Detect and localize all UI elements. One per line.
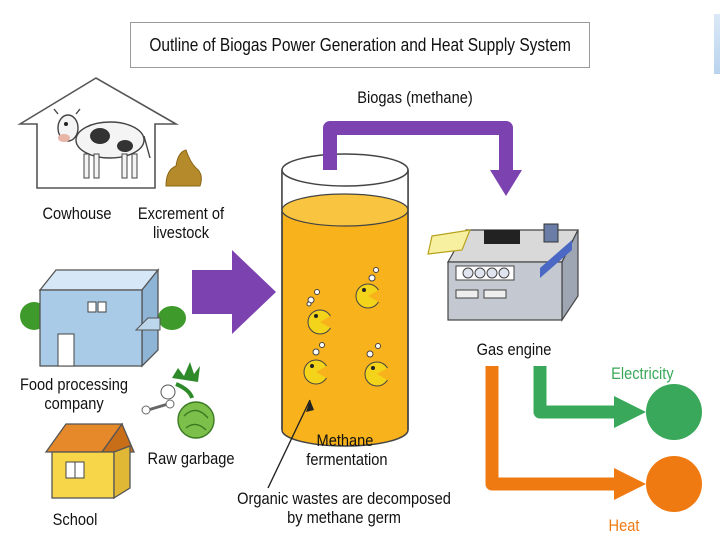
tank-icon — [281, 153, 409, 447]
germ-icon — [355, 267, 382, 309]
electricity-node — [646, 384, 702, 440]
school-label: School — [52, 510, 98, 529]
input-arrow — [192, 250, 276, 334]
factory-icon — [20, 268, 186, 368]
biogas-arrow — [323, 121, 513, 172]
heat-node — [646, 456, 702, 512]
germ-icon — [303, 342, 330, 385]
cowhouse-label: Cowhouse — [42, 204, 112, 223]
slide-corner-decoration — [714, 14, 720, 74]
germ-icon — [364, 343, 391, 387]
germ-icon — [306, 289, 334, 335]
cabbage-icon — [177, 401, 215, 439]
pointer-line — [267, 399, 311, 489]
cow-icon — [53, 108, 151, 179]
electricity-label: Electricity — [611, 364, 674, 383]
heat-label: Heat — [608, 516, 640, 535]
school-icon — [44, 422, 135, 500]
heat-arrow — [485, 366, 620, 491]
diagram-title: Outline of Biogas Power Generation and H… — [149, 34, 571, 55]
title-box: Outline of Biogas Power Generation and H… — [130, 22, 590, 68]
organic-note-label: Organic wastes are decomposed by methane… — [237, 489, 451, 527]
raw-garbage-label: Raw garbage — [147, 449, 235, 468]
fermentation-label: Methane fermentation — [306, 431, 388, 469]
dung-icon — [165, 149, 202, 187]
fish-bone-icon — [141, 399, 175, 415]
food-company-label: Food processing company — [19, 375, 129, 413]
cowhouse-icon — [17, 77, 179, 189]
gas-engine-label: Gas engine — [476, 340, 552, 359]
biogas-label: Biogas (methane) — [357, 88, 473, 107]
engine-icon — [427, 223, 579, 322]
vegetable-icon — [160, 362, 200, 400]
excrement-label: Excrement of livestock — [137, 204, 225, 242]
electricity-arrow — [533, 366, 620, 419]
